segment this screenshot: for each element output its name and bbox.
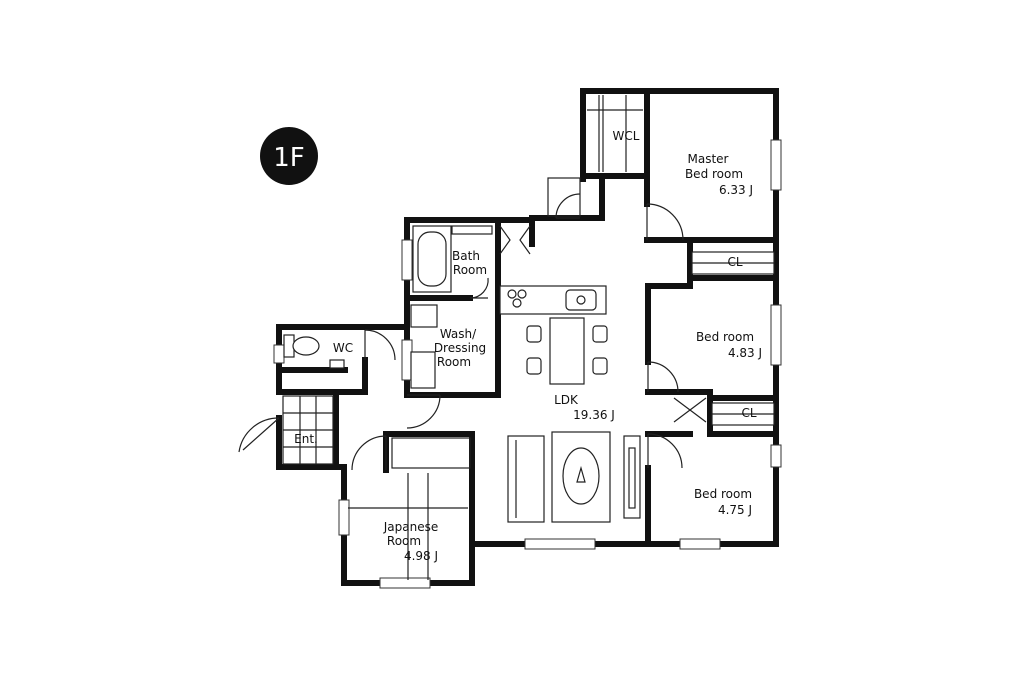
floor-badge-label: 1F xyxy=(273,143,305,173)
label-master-size: 6.33 J xyxy=(719,183,753,197)
stove-burner-2 xyxy=(517,289,527,299)
window-ldk-south xyxy=(524,538,596,550)
label-wcl: WCL xyxy=(613,129,640,143)
wash-counter xyxy=(410,304,438,328)
floor-badge-circle xyxy=(260,127,318,185)
label-bath-line2: Room xyxy=(453,263,487,277)
rug-ornament xyxy=(576,465,586,483)
wall-cl1-north xyxy=(644,237,779,281)
wall-ldk-north-a xyxy=(529,215,605,247)
sofa xyxy=(507,435,545,523)
door-bath xyxy=(469,277,489,299)
washing-machine xyxy=(410,351,436,389)
window-bed3-east xyxy=(770,444,782,468)
label-bath-line1: Bath xyxy=(452,249,480,263)
dining-table xyxy=(549,317,585,385)
door-bed2 xyxy=(647,361,679,393)
window-japanese-west xyxy=(338,499,350,536)
label-bed2-name: Bed room xyxy=(696,330,754,344)
label-japanese-line2: Room xyxy=(387,534,421,548)
labels: WCL Master Bed room 6.33 J CL Bed room 4… xyxy=(294,129,762,563)
chair-2 xyxy=(526,357,542,375)
door-cl2-bifold xyxy=(673,397,707,423)
label-wash-line2: Dressing xyxy=(434,341,486,355)
door-pantry-bifold xyxy=(499,225,531,255)
wall-ent-west xyxy=(276,415,347,470)
window-bed2-east xyxy=(770,304,782,366)
label-master-line1: Master xyxy=(688,152,729,166)
window-bed3-south xyxy=(679,538,721,550)
label-wash-line1: Wash/ xyxy=(440,327,477,341)
wcl-entry-frame xyxy=(547,177,581,217)
wall-bed2-south xyxy=(645,389,779,437)
door-master xyxy=(646,203,684,241)
kitchen-faucet xyxy=(576,295,586,305)
label-ldk-size: 19.36 J xyxy=(573,408,615,422)
bath-shower-bar xyxy=(451,225,493,235)
wall-bed2-north xyxy=(645,275,693,289)
door-wash xyxy=(406,394,441,429)
stove-burner-1 xyxy=(507,289,517,299)
label-closet-1: CL xyxy=(727,255,742,269)
bathtub xyxy=(412,225,452,293)
label-bed2-size: 4.83 J xyxy=(728,346,762,360)
label-master-line2: Bed room xyxy=(685,167,743,181)
wall-master-outer xyxy=(580,88,779,243)
label-bed3-size: 4.75 J xyxy=(718,503,752,517)
windows xyxy=(273,139,782,589)
label-entrance: Ent. xyxy=(294,432,318,446)
wall-ent-north xyxy=(276,357,368,395)
door-entrance xyxy=(238,417,280,453)
window-wc-west xyxy=(273,344,285,364)
floor-badge: 1F xyxy=(260,127,318,185)
label-ldk-name: LDK xyxy=(554,393,579,407)
wall-wcl-door-stub xyxy=(577,173,605,221)
window-master-east xyxy=(770,139,782,191)
tatami-mats xyxy=(348,437,471,580)
chair-1 xyxy=(526,325,542,343)
toilet-bowl xyxy=(292,336,320,356)
chair-3 xyxy=(592,325,608,343)
chair-4 xyxy=(592,357,608,375)
label-wc: WC xyxy=(333,341,353,355)
label-japanese-line1: Japanese xyxy=(383,520,439,534)
label-wash-line3: Room xyxy=(437,355,471,369)
coffee-table xyxy=(562,447,600,505)
door-bed3 xyxy=(647,433,683,469)
window-bath-west xyxy=(401,239,413,281)
entrance-tiles xyxy=(282,395,334,465)
fixtures xyxy=(282,225,641,580)
tv xyxy=(628,447,636,509)
label-bed3-name: Bed room xyxy=(694,487,752,501)
window-japanese-south xyxy=(379,577,431,589)
rug xyxy=(551,431,611,523)
door-wcl xyxy=(555,193,581,219)
door-japanese xyxy=(351,435,387,471)
label-japanese-size: 4.98 J xyxy=(404,549,438,563)
tv-stand xyxy=(623,435,641,519)
door-wc xyxy=(364,329,396,361)
wc-sink xyxy=(329,359,345,369)
kitchen-sink xyxy=(565,289,597,311)
closets xyxy=(587,95,775,426)
label-closet-2: CL xyxy=(741,406,756,420)
bathtub-basin xyxy=(417,231,447,287)
kitchen-counter xyxy=(499,285,607,315)
doors xyxy=(238,177,707,471)
tokonoma xyxy=(391,437,471,469)
stove-burner-3 xyxy=(512,298,522,308)
